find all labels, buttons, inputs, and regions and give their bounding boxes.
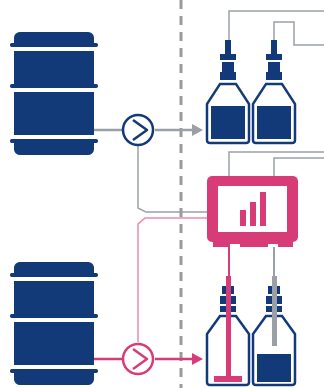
reagent-bottle-icon [251,276,297,387]
barrel-icon [10,32,98,155]
reagent-bottle-icon [205,276,251,387]
reagent-bottle-icon [251,40,297,145]
barrel-icon [10,262,98,385]
flow-arrow-top [94,124,203,136]
reagent-bottle-icon [205,40,251,145]
bar-chart-monitor-icon [207,176,298,248]
pump-icon [121,342,155,376]
signal-lines-gray [137,10,324,213]
flow-arrow-bottom [94,353,203,365]
signal-lines-pink [137,217,212,342]
pump-icon [121,113,155,147]
